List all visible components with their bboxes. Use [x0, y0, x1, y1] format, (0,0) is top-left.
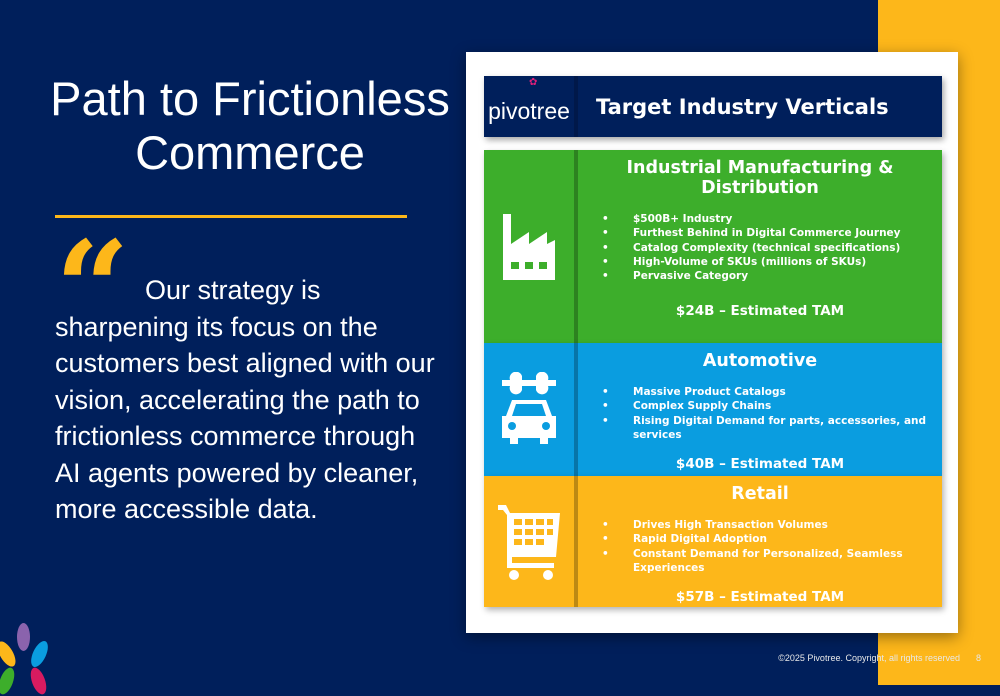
- section-title: Industrial Manufacturing & Distribution: [626, 158, 894, 198]
- bullet: Pervasive Category: [602, 269, 942, 284]
- quote-text: Our strategy is sharpening its focus on …: [55, 275, 435, 524]
- slide-title: Path to Frictionless Commerce: [50, 72, 450, 179]
- logo-flower-icon: ✿: [529, 77, 538, 88]
- section-automotive: Automotive Massive Product Catalogs Comp…: [484, 343, 942, 476]
- panel-header: ✿ pivotree Target Industry Verticals: [484, 76, 942, 137]
- shopping-cart-icon: [484, 476, 578, 607]
- bullet: Massive Product Catalogs: [602, 385, 942, 400]
- bullet: $500B+ Industry: [602, 212, 942, 227]
- panel-title: Target Industry Verticals: [596, 94, 889, 119]
- section-title: Automotive: [702, 351, 818, 371]
- quote-mark-icon: “: [55, 224, 130, 302]
- page-number: 8: [976, 653, 982, 663]
- tam-value: $57B – Estimated TAM: [675, 589, 845, 606]
- copyright: ©2025 Pivotree. Copyright, all rights re…: [778, 653, 960, 663]
- pivotree-logo: ✿ pivotree: [484, 76, 578, 137]
- factory-icon: [484, 150, 578, 343]
- section-industrial: Industrial Manufacturing & Distribution …: [484, 150, 942, 343]
- bullet: Catalog Complexity (technical specificat…: [602, 241, 942, 256]
- bullet: Furthest Behind in Digital Commerce Jour…: [602, 226, 942, 241]
- bullet: Rapid Digital Adoption: [602, 532, 942, 547]
- divider: [55, 215, 407, 218]
- bullet: Drives High Transaction Volumes: [602, 518, 942, 533]
- car-wrench-icon: [484, 343, 578, 476]
- logo-text: pivotree: [488, 98, 570, 124]
- bullet: Rising Digital Demand for parts, accesso…: [602, 414, 942, 443]
- bullet: Complex Supply Chains: [602, 399, 942, 414]
- tam-value: $24B – Estimated TAM: [675, 303, 845, 320]
- bullet: Constant Demand for Personalized, Seamle…: [602, 547, 942, 576]
- tam-value: $40B – Estimated TAM: [675, 456, 845, 473]
- section-title: Retail: [731, 484, 789, 504]
- section-retail: Retail Drives High Transaction Volumes R…: [484, 476, 942, 607]
- bullet: High-Volume of SKUs (millions of SKUs): [602, 255, 942, 270]
